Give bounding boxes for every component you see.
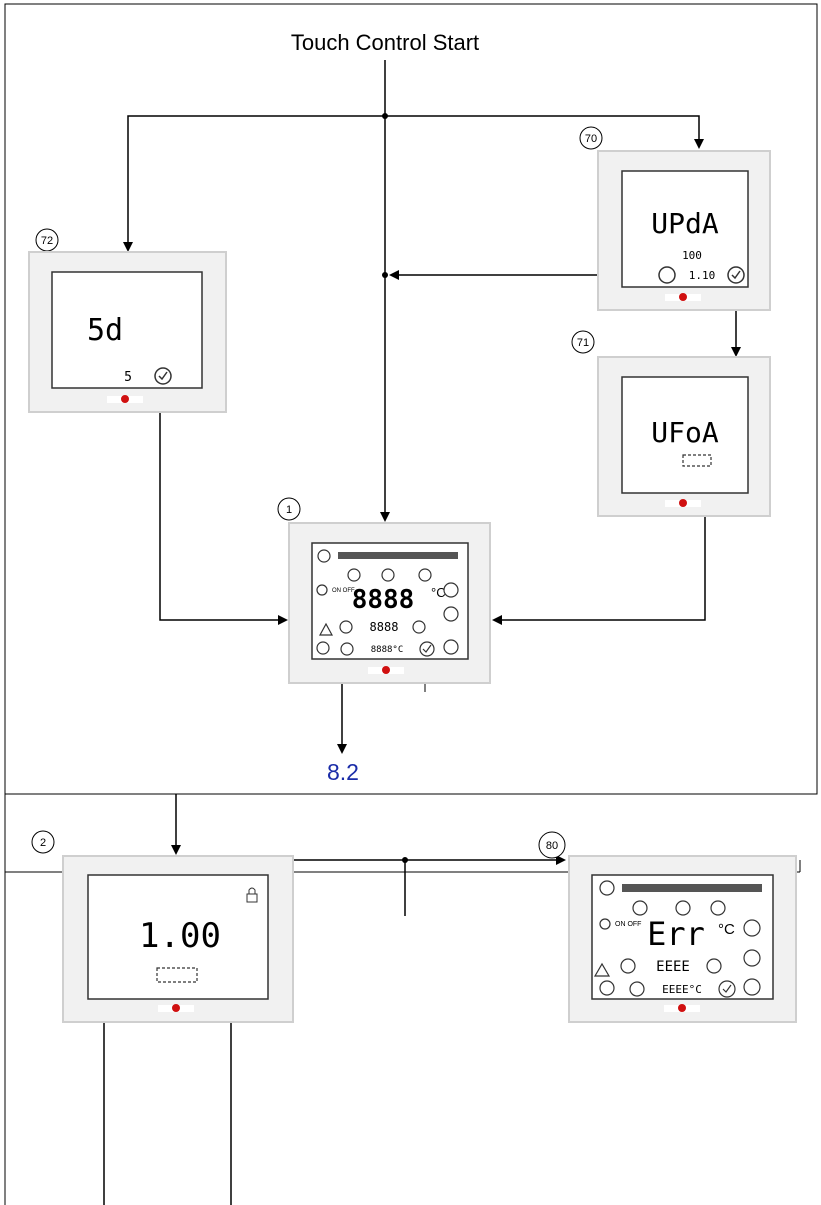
plus-icon[interactable] [444,583,458,597]
device-72-number: 72 [41,235,53,247]
line-72-to-1 [160,385,286,620]
device-1-bottom-text: 8888°C [371,645,404,655]
logo-dot [679,499,687,507]
device-72-main-text: 5d [87,313,123,348]
device-72: 72 5d 5 [29,229,226,412]
logo-dot [678,1004,686,1012]
device-70-sub-text: 100 [682,249,702,262]
device-80-on-off: ON OFF [615,921,641,928]
device-72-sub-text: 5 [124,370,132,385]
return-icon[interactable] [341,643,353,655]
next-section-link[interactable]: 8.2 [327,759,359,785]
timer-icon[interactable] [317,642,329,654]
device-80-small-text: EEEE [656,959,690,975]
settings-icon[interactable] [711,901,725,915]
left-arrow-icon[interactable] [621,959,635,973]
check-icon[interactable] [719,981,735,997]
program-icon[interactable] [633,901,647,915]
settings-icon[interactable] [419,569,431,581]
plus-icon[interactable] [744,920,760,936]
eye-icon[interactable] [382,569,394,581]
minus-icon[interactable] [744,950,760,966]
menu-icon[interactable] [600,881,614,895]
device-70-main-text: UPdA [651,207,719,240]
right-arrow-icon[interactable] [707,959,721,973]
list-icon[interactable] [744,979,760,995]
logo-dot [382,666,390,674]
device-1-number: 1 [286,504,292,516]
logo-dot [121,395,129,403]
line-to-72 [128,116,385,250]
device-71-main-text: UFoA [651,416,719,449]
device-70: 70 UPdA 100 1.10 [580,127,770,310]
device-80-bottom-text: EEEE°C [662,983,702,996]
right-arrow-icon[interactable] [413,621,425,633]
status-icons-row [622,884,762,892]
left-arrow-icon[interactable] [340,621,352,633]
device-1-unit: °C [431,585,446,600]
check-icon[interactable] [155,368,171,384]
check-icon[interactable] [728,267,744,283]
device-71: 71 UFoA [572,331,770,516]
device-1-main-text: 8888 [352,585,415,615]
device-2-main-text: 1.00 [139,916,221,956]
device-80-unit: °C [718,921,735,938]
device-1-small-text: 8888 [370,620,399,634]
device-71-number: 71 [577,337,589,349]
device-80-number: 80 [546,840,558,852]
device-70-footer-text: 1.10 [689,269,716,282]
eye-icon[interactable] [676,901,690,915]
device-1: 1 ON OFF 8888 °C 8888 8888°C [278,498,490,683]
junction-mid [382,272,388,278]
device-70-number: 70 [585,133,597,145]
timer-icon[interactable] [600,981,614,995]
logo-dot [172,1004,180,1012]
line-to-70 [385,116,699,147]
check-icon[interactable] [420,642,434,656]
return-icon[interactable] [630,982,644,996]
list-icon[interactable] [444,640,458,654]
device-2: 2 1.00 [32,831,293,1022]
device-80: 80 ON OFF Err °C EEEE EEEE°C [539,832,796,1022]
logo-dot [679,293,687,301]
diagram-title: Touch Control Start [291,30,479,55]
power-icon[interactable] [600,919,610,929]
device-2-number: 2 [40,837,46,849]
line-71-to-1 [494,515,705,620]
return-icon[interactable] [659,267,675,283]
device-80-main-text: Err [647,915,705,953]
minus-icon[interactable] [444,607,458,621]
program-icon[interactable] [348,569,360,581]
status-icons-row [338,552,458,559]
power-icon[interactable] [317,585,327,595]
menu-icon[interactable] [318,550,330,562]
